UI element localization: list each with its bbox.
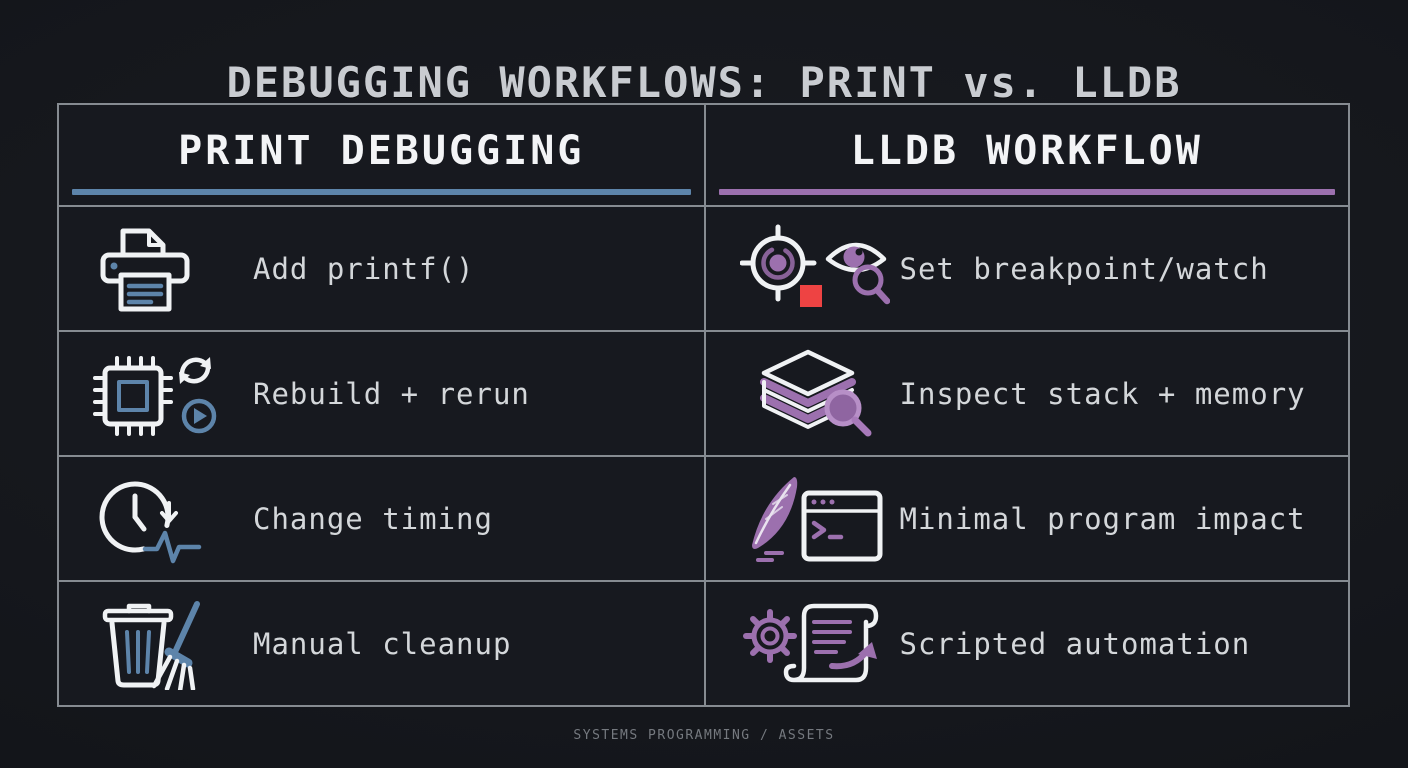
row-label: Set breakpoint/watch xyxy=(899,251,1269,286)
row-label: Add printf() xyxy=(253,251,475,286)
table-row: Set breakpoint/watch xyxy=(705,205,1348,330)
page-footer: SYSTEMS PROGRAMMING / ASSETS xyxy=(573,728,835,743)
stack-magnifier-icon xyxy=(740,348,890,440)
gear-script-icon xyxy=(740,598,890,690)
table-row: Minimal program impact xyxy=(705,455,1348,580)
table-row: Rebuild + rerun xyxy=(59,330,704,455)
row-label: Manual cleanup xyxy=(253,626,512,661)
column-header-label: LLDB WORKFLOW xyxy=(850,128,1203,174)
table-row: Scripted automation xyxy=(705,580,1348,705)
comparison-table: PRINT DEBUGGING Add printf() xyxy=(57,103,1350,707)
clock-timing-icon xyxy=(93,473,243,565)
row-label: Minimal program impact xyxy=(899,501,1306,536)
row-label: Rebuild + rerun xyxy=(253,376,530,411)
column-header-print: PRINT DEBUGGING xyxy=(59,105,704,205)
feather-terminal-icon xyxy=(740,473,890,565)
table-row: Manual cleanup xyxy=(59,580,704,705)
column-header-label: PRINT DEBUGGING xyxy=(178,128,585,174)
table-row: Change timing xyxy=(59,455,704,580)
printer-icon xyxy=(93,223,243,315)
table-row: Inspect stack + memory xyxy=(705,330,1348,455)
breakpoint-watch-icon xyxy=(739,223,890,315)
column-print-debugging: PRINT DEBUGGING Add printf() xyxy=(59,105,704,705)
blue-accent-underline xyxy=(72,189,691,195)
row-label: Scripted automation xyxy=(899,626,1251,661)
purple-accent-underline xyxy=(718,189,1335,195)
cpu-rebuild-icon xyxy=(93,348,243,440)
page-title: DEBUGGING WORKFLOWS: PRINT vs. LLDB xyxy=(226,58,1182,108)
row-label: Inspect stack + memory xyxy=(899,376,1306,411)
column-header-lldb: LLDB WORKFLOW xyxy=(706,105,1349,205)
table-row: Add printf() xyxy=(59,205,704,330)
trash-broom-icon xyxy=(93,598,243,690)
column-lldb-workflow: LLDB WORKFLOW xyxy=(703,105,1349,705)
row-label: Change timing xyxy=(253,501,493,536)
